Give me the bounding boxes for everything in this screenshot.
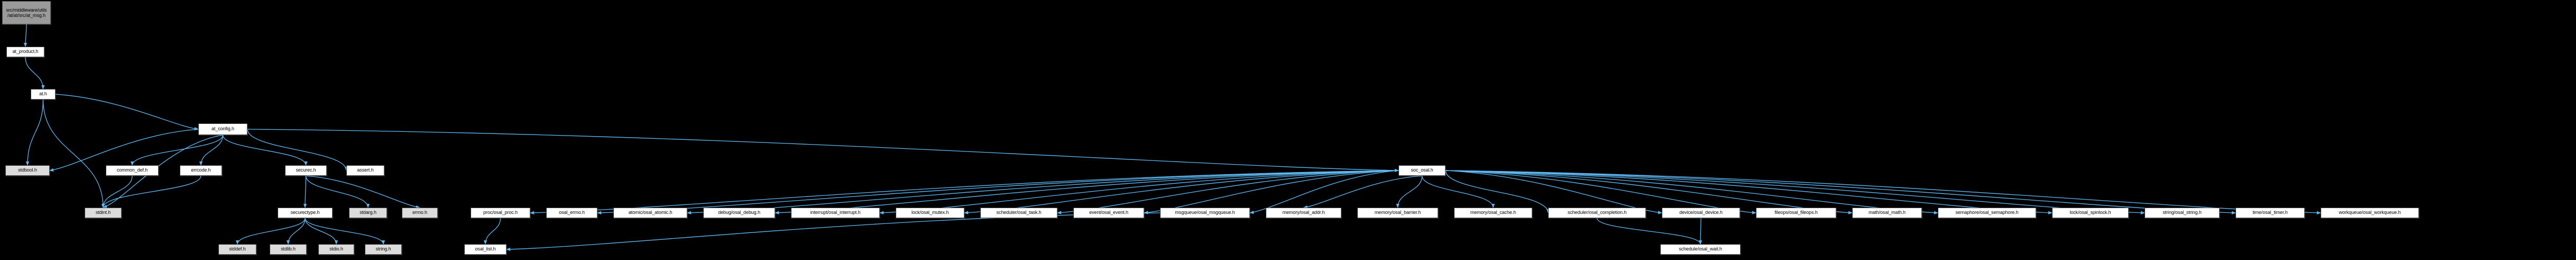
edge-at_config-to-common_def xyxy=(130,135,224,166)
graph-node-soc_osal[interactable]: soc_osal.h xyxy=(1399,165,1446,176)
graph-node-stdlib[interactable]: stdlib.h xyxy=(270,244,307,255)
graph-node-assert[interactable]: assert.h xyxy=(346,165,384,176)
graph-node-osal_math[interactable]: math/osal_math.h xyxy=(1852,208,1922,218)
edge-securectype-to-stddef xyxy=(235,218,306,245)
edge-securec-to-errno xyxy=(306,175,420,209)
edge-securectype-to-stdio xyxy=(305,218,338,245)
graph-node-root[interactable]: src/middleware/utils /at/at/src/at_msg.h xyxy=(2,1,51,24)
graph-node-osal_fileops[interactable]: fileops/osal_fileops.h xyxy=(1756,208,1836,218)
graph-node-osal_wait[interactable]: schedule/osal_wait.h xyxy=(1660,244,1741,255)
graph-node-osal_msgqueue[interactable]: msgqueue/osal_msgqueue.h xyxy=(1160,208,1250,218)
graph-node-common_def[interactable]: common_def.h xyxy=(106,165,159,176)
edge-soc_osal-to-osal_msgqueue xyxy=(1249,170,1399,214)
edge-osal_device-to-osal_wait xyxy=(1698,218,1703,245)
graph-node-securec[interactable]: securec.h xyxy=(285,165,327,176)
graph-node-errcode[interactable]: errcode.h xyxy=(180,165,222,176)
edge-soc_osal-to-osal_barrier xyxy=(1396,175,1423,208)
edge-at_product-to-at xyxy=(25,57,45,89)
edge-at_config-to-securec xyxy=(222,135,308,166)
graph-node-osal_addr[interactable]: memory/osal_addr.h xyxy=(1266,208,1341,218)
edge-securectype-to-stdlib xyxy=(286,218,306,245)
edge-soc_osal-to-osal_atomic xyxy=(687,170,1399,214)
graph-node-stdint[interactable]: stdint.h xyxy=(85,208,122,218)
edge-soc_osal-to-osal_fileops xyxy=(1445,170,1756,214)
edge-soc_osal-to-osal_timer xyxy=(1445,170,2236,214)
graph-node-osal_list[interactable]: osal_list.h xyxy=(464,244,507,255)
graph-node-osal_debug[interactable]: debug/osal_debug.h xyxy=(703,208,775,218)
edge-at_config-to-stdbool xyxy=(49,129,199,172)
graph-node-osal_mutex[interactable]: lock/osal_mutex.h xyxy=(896,208,964,218)
graph-node-string[interactable]: string.h xyxy=(365,244,402,255)
graph-node-osal_barrier[interactable]: memory/osal_barrier.h xyxy=(1357,208,1438,218)
graph-node-osal_timer[interactable]: time/osal_timer.h xyxy=(2235,208,2305,218)
edge-at-to-stdbool xyxy=(25,99,44,166)
graph-node-osal_device[interactable]: device/osal_device.h xyxy=(1662,208,1740,218)
graph-node-osal_interrupt[interactable]: interrupt/osal_interrupt.h xyxy=(791,208,880,218)
edge-securectype-to-string xyxy=(305,218,385,245)
edge-soc_osal-to-osal_completion xyxy=(1445,170,1550,213)
edge-securec-to-securectype xyxy=(303,175,307,208)
graph-node-osal_proc[interactable]: proc/osal_proc.h xyxy=(471,208,530,218)
edge-securec-to-stdarg xyxy=(305,175,370,208)
graph-node-at_product[interactable]: at_product.h xyxy=(6,47,44,57)
edge-osal_proc-to-osal_list xyxy=(483,218,501,245)
graph-node-stddef[interactable]: stddef.h xyxy=(218,244,256,255)
edge-at_config-to-soc_osal xyxy=(247,129,1399,173)
graph-node-osal_atomic[interactable]: atomic/osal_atomic.h xyxy=(613,208,687,218)
edge-soc_osal-to-osal_math xyxy=(1445,170,1853,214)
graph-node-osal_task[interactable]: scheduler/osal_task.h xyxy=(980,208,1057,218)
edge-at-to-at_config xyxy=(55,94,199,131)
graph-node-osal_cache[interactable]: memory/osal_cache.h xyxy=(1454,208,1532,218)
graph-node-osal_string[interactable]: string/osal_string.h xyxy=(2145,208,2220,218)
graph-node-osal_workqueue[interactable]: workqueue/osal_workqueue.h xyxy=(2321,208,2419,218)
graph-node-stdio[interactable]: stdio.h xyxy=(318,244,354,255)
graph-node-errno[interactable]: errno.h xyxy=(402,208,438,218)
graph-node-osal_errno[interactable]: osal_errno.h xyxy=(546,208,597,218)
graph-node-osal_spinlock[interactable]: lock/osal_spinlock.h xyxy=(2052,208,2129,218)
edge-soc_osal-to-osal_addr xyxy=(1303,175,1422,209)
edge-osal_completion-to-osal_wait xyxy=(1596,218,1703,245)
graph-node-securectype[interactable]: securectype.h xyxy=(278,208,333,218)
edge-soc_osal-to-osal_proc xyxy=(530,170,1399,215)
edge-at_config-to-errcode xyxy=(199,135,224,166)
edge-at-to-stdint xyxy=(42,99,105,208)
edge-errcode-to-stdint xyxy=(101,175,201,208)
edge-osal_msgqueue-to-osal_list xyxy=(506,212,1161,251)
graph-node-at_config[interactable]: at_config.h xyxy=(198,123,247,135)
graph-node-stdbool[interactable]: stdbool.h xyxy=(5,165,50,176)
graph-node-osal_semaphore[interactable]: semaphore/osal_semaphore.h xyxy=(1938,208,2036,218)
graph-node-at[interactable]: at.h xyxy=(31,89,56,100)
edge-root-to-at_product xyxy=(23,24,27,47)
graph-node-stdarg[interactable]: stdarg.h xyxy=(349,208,387,218)
edge-soc_osal-to-osal_cache xyxy=(1421,175,1495,208)
graph-node-osal_completion[interactable]: scheduler/osal_completion.h xyxy=(1548,208,1646,218)
edge-common_def-to-stdint xyxy=(101,175,133,208)
graph-node-osal_event[interactable]: event/osal_event.h xyxy=(1073,208,1144,218)
edge-at_config-to-assert xyxy=(247,129,348,171)
